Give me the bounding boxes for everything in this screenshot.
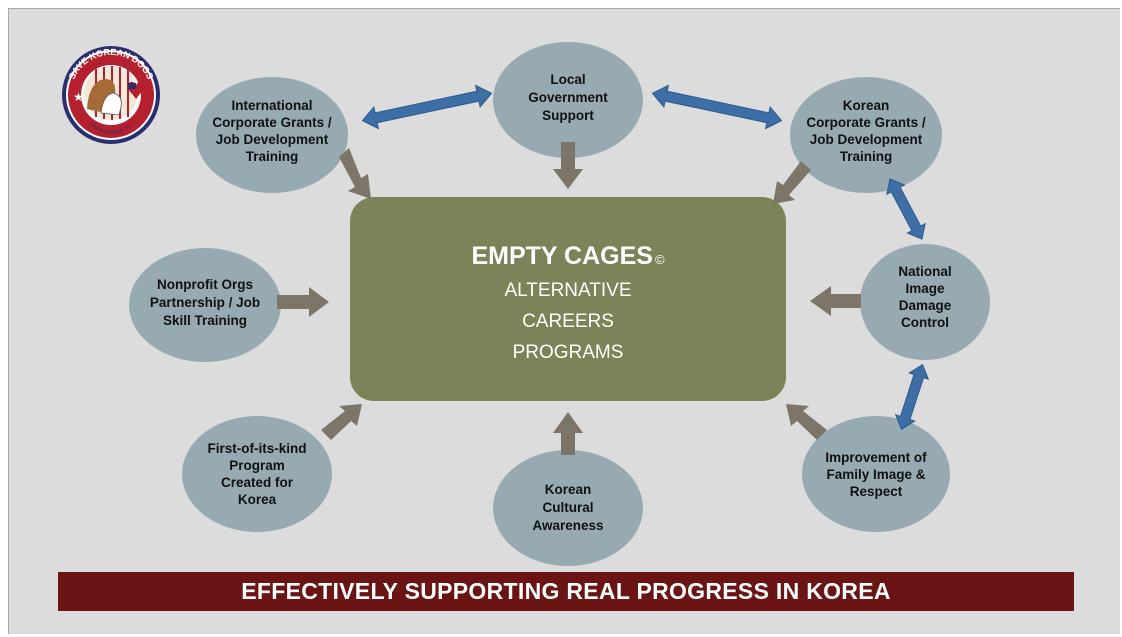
svg-text:Partnership / Job: Partnership / Job [150,295,260,310]
arrow-intl-to-center [339,148,371,199]
arrow-national-to-center [810,286,861,316]
arrow-cultural-to-center [553,412,583,455]
node-cultural-awareness: Korean Cultural Awareness [493,450,643,566]
logo: ★ SAVE KOREAN DOGS USA Foundation, Inc. [62,46,160,144]
arrow-korean-to-center [773,161,811,204]
svg-text:Nonprofit Orgs: Nonprofit Orgs [157,277,253,292]
svg-text:Corporate Grants /: Corporate Grants / [212,115,332,130]
arrow-local-to-center [553,142,583,189]
center-line: CAREERS [522,311,614,332]
svg-text:Korean: Korean [843,98,890,113]
svg-text:Korea: Korea [238,492,277,507]
node-local-government: Local Government Support [493,42,643,158]
svg-text:Cultural: Cultural [542,500,593,515]
center-box [350,197,786,401]
cage-bar [119,67,121,119]
svg-text:Improvement of: Improvement of [825,450,927,465]
node-international-grants: International Corporate Grants / Job Dev… [196,77,348,193]
svg-text:Local: Local [550,72,585,87]
arrow-first-to-center [321,404,362,440]
bottom-banner: EFFECTIVELY SUPPORTING REAL PROGRESS IN … [58,572,1074,611]
arrow-nonprofit-to-center [277,287,329,317]
svg-text:Damage: Damage [899,298,952,313]
svg-text:Job Development: Job Development [810,132,923,147]
svg-text:Created for: Created for [221,475,294,490]
svg-text:Training: Training [840,149,893,164]
svg-text:Image: Image [905,281,945,296]
svg-text:Corporate Grants /: Corporate Grants / [806,115,926,130]
svg-text:Respect: Respect [850,484,903,499]
star-icon: ★ [73,90,84,104]
double-arrow-intl-local [361,84,493,130]
svg-text:Support: Support [542,108,594,123]
double-arrow-local-korean [651,84,783,130]
svg-text:Awareness: Awareness [532,518,603,533]
svg-text:National: National [898,264,951,279]
svg-text:Program: Program [229,458,285,473]
double-arrow-national-family [894,363,930,431]
slide: ★ SAVE KOREAN DOGS USA Foundation, Inc. … [8,8,1120,634]
node-nonprofit: Nonprofit Orgs Partnership / Job Skill T… [129,248,281,362]
svg-text:Training: Training [246,149,299,164]
banner-text: EFFECTIVELY SUPPORTING REAL PROGRESS IN … [241,578,891,604]
node-family-image: Improvement of Family Image & Respect [802,416,950,532]
center-line: ALTERNATIVE [504,280,631,301]
diagram: ★ SAVE KOREAN DOGS USA Foundation, Inc. … [62,42,990,566]
arrow-family-to-center [786,404,827,440]
svg-text:International: International [231,98,312,113]
dog-white-icon [100,92,122,116]
double-arrow-korean-national [886,178,926,240]
cage-bar [127,69,129,117]
svg-text:Korean: Korean [545,482,592,497]
node-first-of-kind: First-of-its-kind Program Created for Ko… [182,416,332,532]
svg-text:Family Image &: Family Image & [826,467,925,482]
svg-text:First-of-its-kind: First-of-its-kind [208,441,307,456]
center-title: EMPTY CAGES© [471,242,665,270]
svg-text:Skill Training: Skill Training [163,313,247,328]
node-korean-grants: Korean Corporate Grants / Job Developmen… [790,77,942,193]
node-national-image: National Image Damage Control [860,244,990,360]
svg-text:Job Development: Job Development [216,132,329,147]
svg-text:Government: Government [528,90,608,105]
center-line: PROGRAMS [513,342,624,363]
svg-text:Control: Control [901,315,949,330]
